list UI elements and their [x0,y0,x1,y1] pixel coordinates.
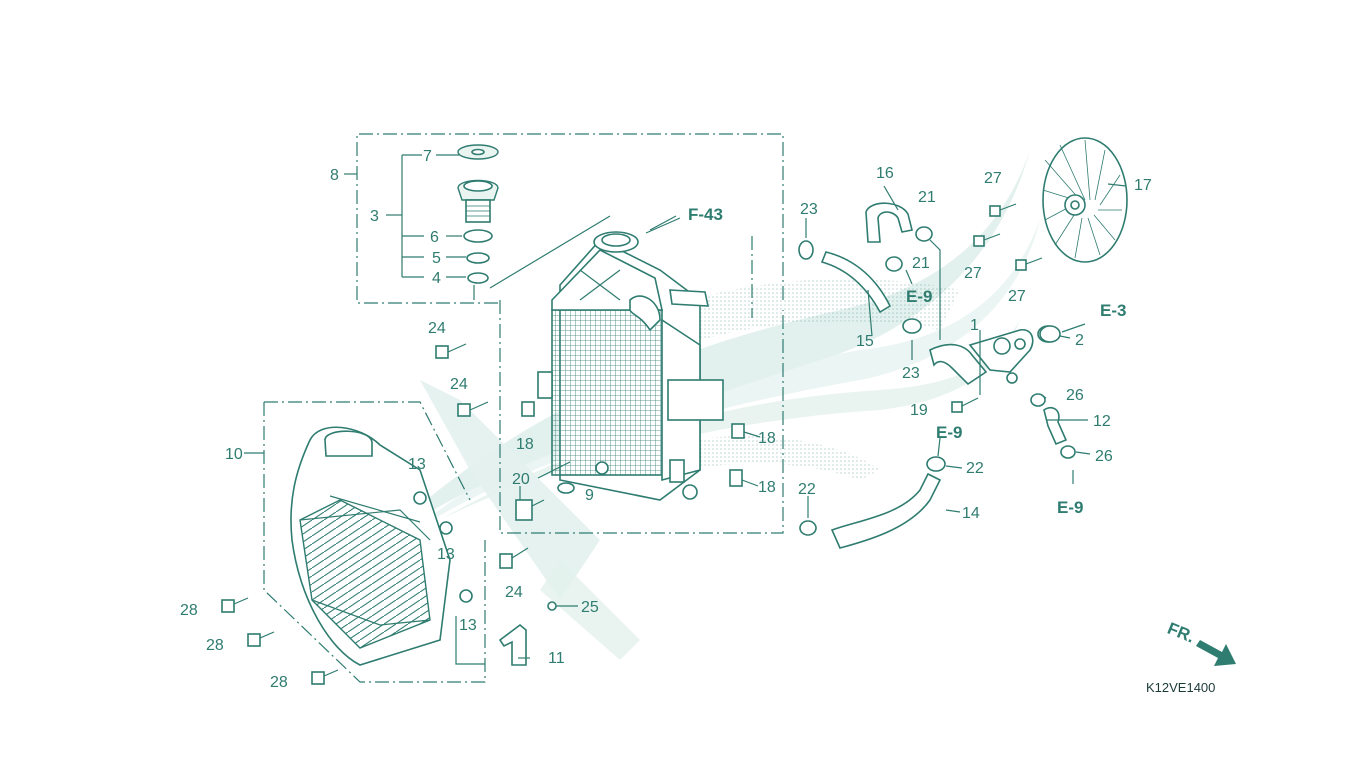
callout-13b: 13 [437,546,455,563]
cooling-fan [1042,137,1128,263]
callout-21b: 21 [912,255,930,272]
callout-13c: 13 [459,617,477,634]
hoses [820,202,1068,549]
callout-13a: 13 [408,456,426,473]
callout-24c: 24 [505,584,523,601]
callout-18c: 18 [758,479,776,496]
radiator-cap-assembly [457,144,611,300]
callout-6: 6 [430,229,439,246]
callout-20: 20 [512,471,530,488]
callout-28c: 28 [270,674,288,691]
callout-25: 25 [581,599,599,616]
callout-18a: 18 [516,436,534,453]
reference-e9-upper: E-9 [906,287,932,306]
callout-9: 9 [585,487,594,504]
reference-e3: E-3 [1100,301,1126,320]
airflow-shading [690,279,960,340]
callout-24a: 24 [428,320,446,337]
callout-16: 16 [876,165,894,182]
leader-lines [244,154,1127,665]
callout-17: 17 [1134,177,1152,194]
callout-5: 5 [432,250,441,267]
front-marker-label: FR. [1165,619,1198,647]
reference-e9-middle: E-9 [936,423,962,442]
callout-22a: 22 [798,481,816,498]
callout-18b: 18 [758,430,776,447]
callout-27b: 27 [964,265,982,282]
reference-e9-lower: E-9 [1057,498,1083,517]
callout-26a: 26 [1066,387,1084,404]
hardware [221,203,1076,685]
callout-12: 12 [1093,413,1111,430]
callout-14: 14 [962,505,980,522]
radiator-cover [290,426,451,666]
callout-1: 1 [970,317,979,334]
radiator [537,217,724,501]
assembly-boundaries [263,133,784,683]
callout-27a: 27 [984,170,1002,187]
callout-22b: 22 [966,460,984,477]
callout-27c: 27 [1008,288,1026,305]
callout-7: 7 [423,148,432,165]
reference-f43: F-43 [688,205,723,224]
callout-26b: 26 [1095,448,1113,465]
front-direction-arrow-icon [1196,640,1236,666]
callout-28b: 28 [206,637,224,654]
callout-23b: 23 [902,365,920,382]
callout-24b: 24 [450,376,468,393]
diagram-code: K12VE1400 [1146,680,1215,695]
bracket [498,623,527,666]
callout-8: 8 [330,167,339,184]
callout-21a: 21 [918,189,936,206]
callout-28a: 28 [180,602,198,619]
callout-2: 2 [1075,332,1084,349]
callout-15: 15 [856,333,874,350]
airflow-shading-lower [690,436,880,480]
callout-4: 4 [432,270,441,287]
callout-19: 19 [910,402,928,419]
callout-23a: 23 [800,201,818,218]
callout-10: 10 [225,446,243,463]
callout-11: 11 [548,650,565,667]
callout-3: 3 [370,208,379,225]
